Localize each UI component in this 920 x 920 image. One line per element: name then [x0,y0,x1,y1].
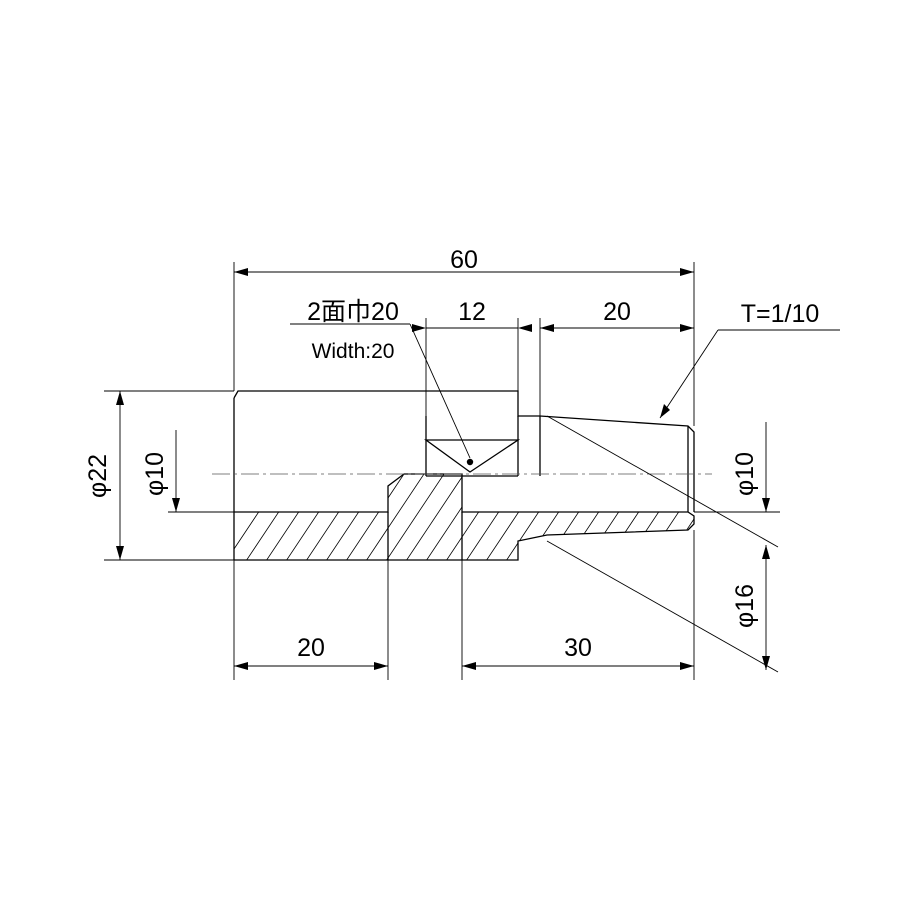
dim-flats-jp: 2面巾20 [307,298,399,326]
part-outline [233,390,695,561]
flats-marker-dot [466,458,474,466]
arrowheads [116,268,770,670]
dim-flats-en: Width:20 [312,340,395,363]
dim-taper-ratio: T=1/10 [741,300,820,328]
dimension-lines [119,271,840,670]
dim-bore-right: φ10 [731,452,759,496]
dim-overall-length: 60 [450,246,478,274]
dim-bore-depth-left: 20 [297,634,325,662]
dim-flat-length: 12 [458,298,486,326]
dim-taper-diameter: φ16 [731,584,759,628]
dim-bore-depth-right: 30 [564,634,592,662]
flats-triangle-symbol [424,439,521,473]
extension-lines [104,262,780,680]
dim-bore-left: φ10 [141,452,169,496]
section-outline [234,473,695,561]
dim-outer-diameter: φ22 [84,454,112,498]
dim-taper-length: 20 [603,298,631,326]
upper-body-outline [233,390,695,512]
